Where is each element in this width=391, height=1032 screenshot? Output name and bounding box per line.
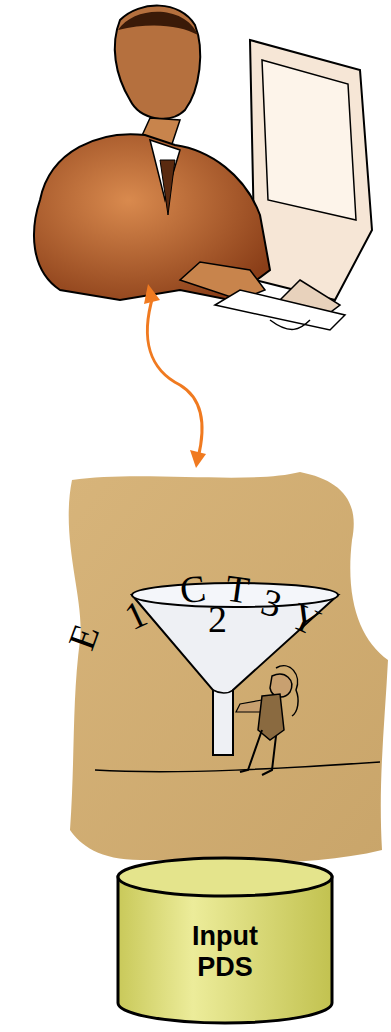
pushing-person (236, 666, 298, 775)
tan-blob (69, 472, 388, 863)
ground-line (95, 762, 380, 772)
node-label: Input PDS (165, 899, 285, 983)
man-figure (34, 6, 345, 330)
funnel (132, 583, 338, 755)
funnel-letter: 2 (208, 600, 227, 638)
storage-cylinder: Input PDS (115, 855, 335, 1027)
curved-double-arrow (144, 284, 206, 468)
funnel-letter: C (177, 568, 207, 609)
monitor (250, 40, 372, 320)
